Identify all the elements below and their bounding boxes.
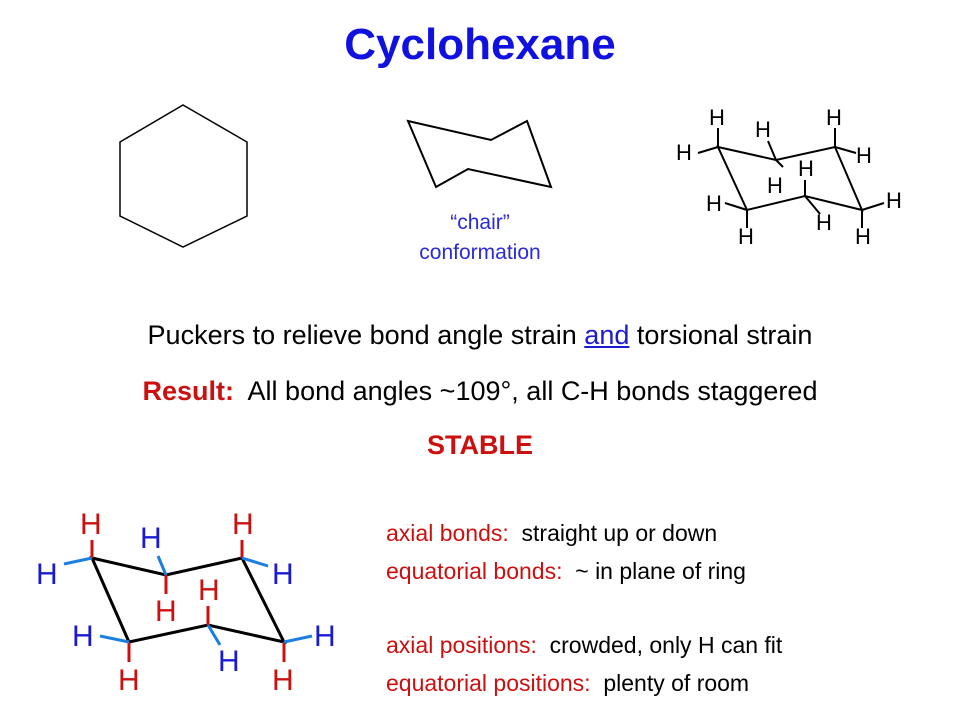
h-label: H	[709, 105, 725, 130]
h-label: H	[767, 173, 783, 198]
strain-statement: Puckers to relieve bond angle strain and…	[0, 320, 960, 351]
chair-with-hydrogens-small	[697, 128, 885, 228]
note-text: plenty of room	[590, 670, 750, 696]
h-label: H	[36, 558, 58, 591]
h-label: H	[855, 224, 871, 249]
result-text: All bond angles ~109°, all C-H bonds sta…	[234, 376, 818, 406]
h-label: H	[856, 143, 872, 168]
h-label: H	[314, 620, 336, 653]
result-label: Result:	[142, 376, 235, 406]
h-label: H	[272, 664, 294, 697]
note-axial-positions: axial positions: crowded, only H can fit	[386, 630, 782, 660]
result-statement: Result: All bond angles ~109°, all C-H b…	[0, 376, 960, 407]
strain-statement-after: torsional strain	[629, 320, 813, 350]
note-equatorial-bonds: equatorial bonds: ~ in plane of ring	[386, 556, 746, 586]
h-label: H	[218, 645, 240, 678]
chair-caption: “chair” conformation	[380, 208, 580, 268]
h-label: H	[755, 117, 771, 142]
strain-statement-before: Puckers to relieve bond angle strain	[147, 320, 585, 350]
h-label: H	[886, 188, 902, 213]
h-label: H	[272, 558, 294, 591]
strain-statement-underlined: and	[584, 320, 630, 350]
h-label: H	[676, 140, 692, 165]
note-label: axial bonds:	[386, 520, 509, 546]
note-label: equatorial positions:	[386, 670, 591, 696]
h-label: H	[738, 224, 754, 249]
note-equatorial-positions: equatorial positions: plenty of room	[386, 668, 749, 698]
h-label: H	[155, 595, 177, 628]
small-chair-ring	[716, 145, 864, 212]
h-label: H	[232, 508, 254, 541]
note-text: ~ in plane of ring	[562, 558, 746, 584]
h-label: H	[798, 156, 814, 181]
chair-ring	[406, 119, 553, 189]
note-axial-bonds: axial bonds: straight up or down	[386, 518, 717, 548]
stable-label: STABLE	[427, 430, 533, 460]
small-chair-hydrogens: H H H H H H H H H H H H	[676, 105, 902, 249]
h-label: H	[198, 574, 220, 607]
note-label: axial positions:	[386, 632, 537, 658]
note-text: crowded, only H can fit	[536, 632, 783, 658]
chair-with-hydrogens-large	[63, 540, 313, 662]
h-label: H	[118, 664, 140, 697]
note-text: straight up or down	[508, 520, 718, 546]
h-label: H	[826, 105, 842, 130]
h-label: H	[706, 191, 722, 216]
chair-caption-line: “chair”	[450, 211, 510, 234]
hexagon-ring	[119, 104, 248, 248]
large-chair-ring	[89, 555, 287, 645]
h-label: H	[80, 508, 102, 541]
large-chair-hydrogens: H H H H H H H H H H H H	[36, 508, 336, 697]
page-title: Cyclohexane	[344, 20, 616, 69]
chair-caption-line: conformation	[419, 241, 541, 264]
h-label: H	[140, 522, 162, 555]
h-label: H	[816, 210, 832, 235]
h-label: H	[72, 620, 94, 653]
note-label: equatorial bonds:	[386, 558, 563, 584]
